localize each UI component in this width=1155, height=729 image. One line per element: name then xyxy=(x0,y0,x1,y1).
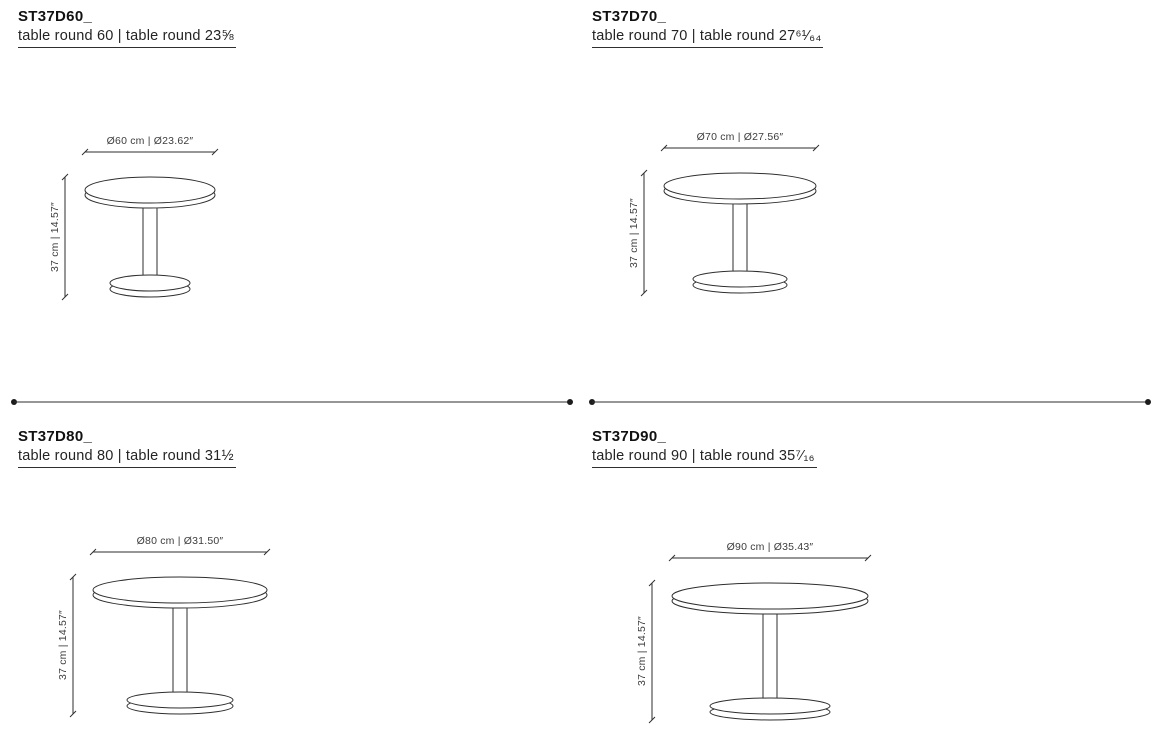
diameter-dimension-label: Ø90 cm | Ø35.43″ xyxy=(727,541,814,553)
tabletop xyxy=(671,582,869,615)
tabletop xyxy=(84,176,216,209)
table-drawing-st37d70: Ø70 cm | Ø27.56″ 37 cm | 14.57″ xyxy=(628,131,820,297)
height-dimension-label: 37 cm | 14.57″ xyxy=(57,610,69,680)
product-code: ST37D90_ xyxy=(592,428,667,445)
product-subtitle: table round 60 | table round 23⅝ xyxy=(18,26,236,48)
height-dimension-line xyxy=(640,169,648,297)
diameter-dimension-label: Ø70 cm | Ø27.56″ xyxy=(697,131,784,143)
diameter-dimension-line xyxy=(89,548,271,556)
diameter-dimension-line xyxy=(81,148,219,156)
height-dimension-label: 37 cm | 14.57″ xyxy=(636,616,648,686)
table-base xyxy=(109,274,191,298)
diameter-dimension-line xyxy=(668,554,872,562)
product-code: ST37D60_ xyxy=(18,8,93,25)
product-subtitle: table round 90 | table round 35⁷⁄₁₆ xyxy=(592,446,817,468)
height-dimension-line xyxy=(648,579,656,724)
product-code: ST37D70_ xyxy=(592,8,667,25)
product-header-st37d80: ST37D80_ table round 80 | table round 31… xyxy=(18,428,236,468)
pedestal-column xyxy=(762,599,778,710)
height-dimension-label: 37 cm | 14.57″ xyxy=(628,198,640,268)
product-subtitle: table round 80 | table round 31½ xyxy=(18,446,236,468)
height-dimension-line xyxy=(69,573,77,718)
table-drawing-st37d80: Ø80 cm | Ø31.50″ 37 cm | 14.57″ xyxy=(57,535,271,718)
product-code: ST37D80_ xyxy=(18,428,93,445)
product-header-st37d70: ST37D70_ table round 70 | table round 27… xyxy=(592,8,824,48)
table-base xyxy=(709,697,831,721)
diameter-dimension-line xyxy=(660,144,820,152)
product-header-st37d90: ST37D90_ table round 90 | table round 35… xyxy=(592,428,817,468)
tabletop xyxy=(663,172,817,205)
diameter-dimension-label: Ø60 cm | Ø23.62″ xyxy=(107,135,194,147)
product-header-st37d60: ST37D60_ table round 60 | table round 23… xyxy=(18,8,236,48)
table-drawing-st37d90: Ø90 cm | Ø35.43″ 37 cm | 14.57″ xyxy=(636,541,872,724)
height-dimension-label: 37 cm | 14.57″ xyxy=(49,202,61,272)
divider-dot xyxy=(567,399,573,405)
product-subtitle: table round 70 | table round 27⁶¹⁄₆₄ xyxy=(592,26,824,48)
tabletop xyxy=(92,576,268,609)
diameter-dimension-label: Ø80 cm | Ø31.50″ xyxy=(137,535,224,547)
table-base xyxy=(692,270,788,294)
table-base xyxy=(126,691,234,715)
height-dimension-line xyxy=(61,173,69,301)
table-drawing-st37d60: Ø60 cm | Ø23.62″ 37 cm | 14.57″ xyxy=(49,135,219,301)
pedestal-column xyxy=(172,593,188,704)
section-divider xyxy=(11,399,1151,405)
divider-dot xyxy=(1145,399,1151,405)
